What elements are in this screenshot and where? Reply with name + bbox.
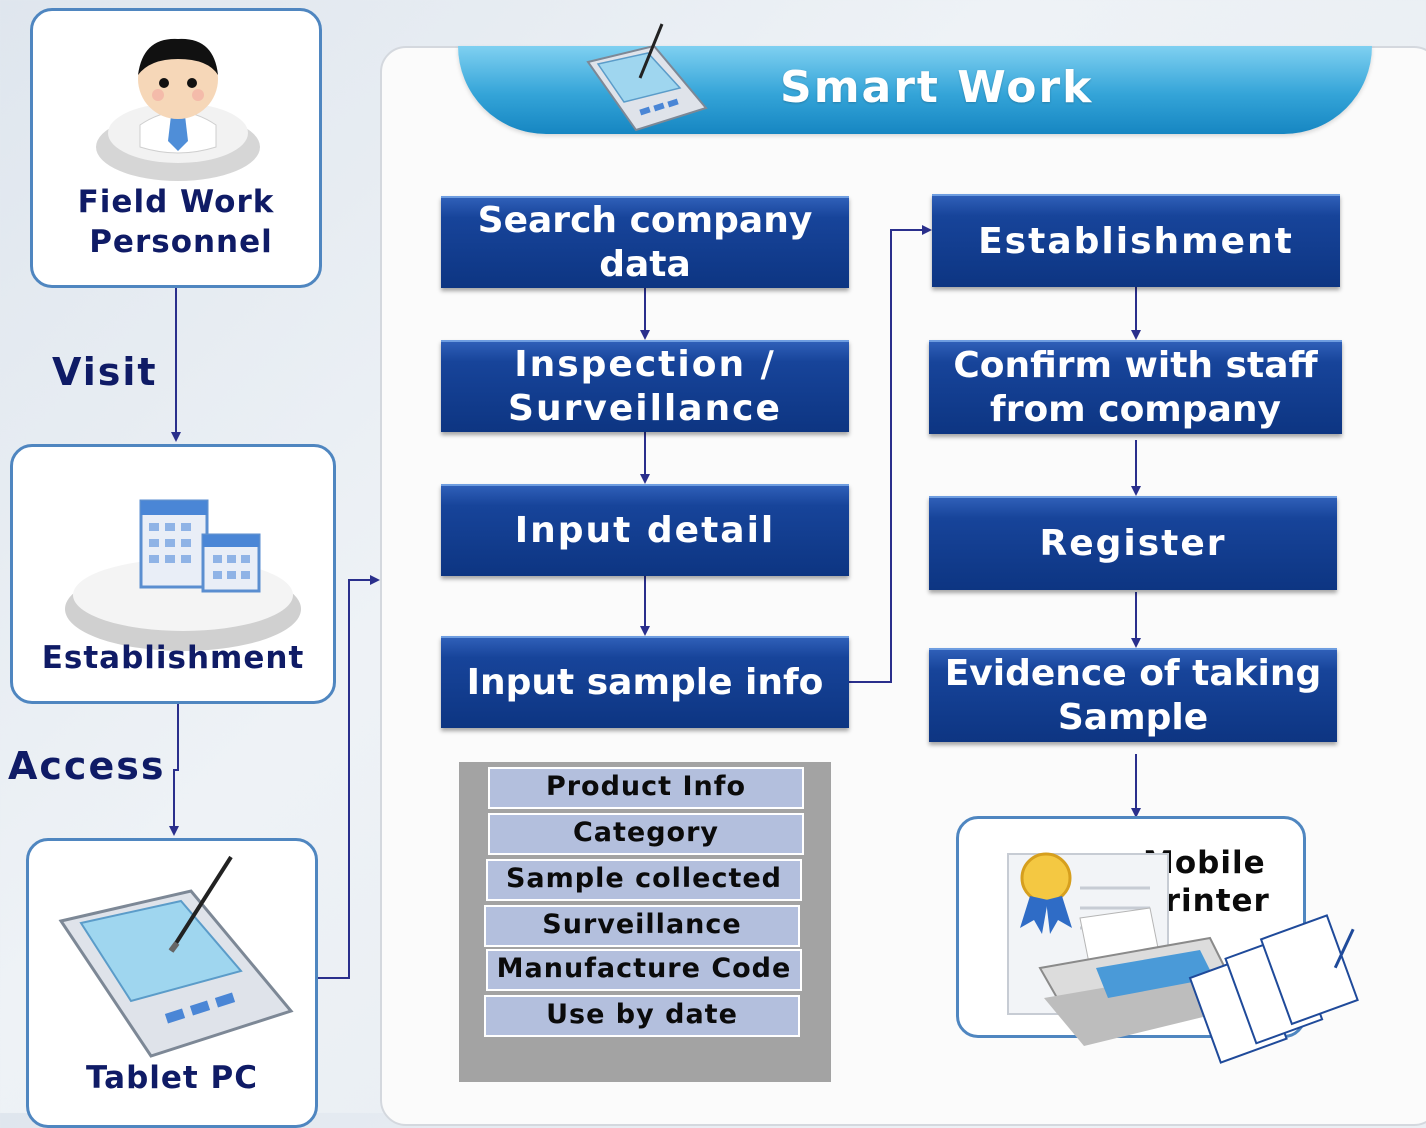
visit-label: Visit: [52, 350, 158, 394]
banner-tablet-icon: [586, 23, 708, 132]
step-confirm-line2: from company: [990, 389, 1281, 430]
step-search-company-data: Search company data: [441, 196, 849, 288]
step-input-detail: Input detail: [441, 484, 849, 576]
step-evidence-of-taking-sample: Evidence of taking Sample: [929, 648, 1337, 742]
building-icon: [65, 499, 301, 651]
sample-fields-box: Product Info Category Sample collected S…: [459, 762, 831, 1082]
step-confirm-with-staff: Confirm with staff from company: [929, 340, 1342, 434]
step-search-line1: Search company: [477, 200, 813, 241]
banner-title: Smart Work: [780, 62, 1094, 113]
step-input-sample-label: Input sample info: [466, 662, 824, 703]
personnel-card: Field Work Personnel: [30, 8, 322, 288]
step-establishment: Establishment: [932, 194, 1340, 287]
personnel-label-line1: Field Work: [77, 184, 275, 220]
field-category: Category: [488, 813, 804, 855]
step-input-detail-label: Input detail: [514, 510, 776, 551]
field-use-by-date: Use by date: [484, 995, 800, 1037]
field-surveillance: Surveillance: [484, 905, 800, 947]
step-evidence-line1: Evidence of taking: [944, 653, 1322, 694]
access-label: Access: [8, 744, 166, 788]
tablet-card: Tablet PC: [26, 838, 318, 1128]
step-register: Register: [929, 496, 1337, 590]
tablet-icon: [58, 855, 294, 1058]
printer-icon: [1007, 852, 1359, 1064]
personnel-label-line2: Personnel: [89, 224, 273, 260]
step-establishment-label: Establishment: [978, 220, 1294, 262]
field-product-info: Product Info: [488, 767, 804, 809]
step-inspection-surveillance: Inspection / Surveillance: [441, 340, 849, 432]
step-input-sample-info: Input sample info: [441, 636, 849, 728]
field-manufacture-code: Manufacture Code: [486, 949, 802, 991]
tablet-card-label: Tablet PC: [86, 1060, 258, 1096]
field-sample-collected: Sample collected: [486, 859, 802, 901]
step-inspection-line2: Surveillance: [508, 388, 782, 429]
establishment-card: Establishment: [10, 444, 336, 704]
step-confirm-line1: Confirm with staff: [953, 345, 1318, 386]
step-register-label: Register: [1039, 523, 1227, 564]
person-icon: [96, 38, 260, 181]
step-search-line2: data: [599, 244, 691, 285]
establishment-card-label: Establishment: [41, 640, 305, 676]
step-inspection-line1: Inspection /: [514, 344, 776, 385]
step-evidence-line2: Sample: [1057, 697, 1209, 738]
